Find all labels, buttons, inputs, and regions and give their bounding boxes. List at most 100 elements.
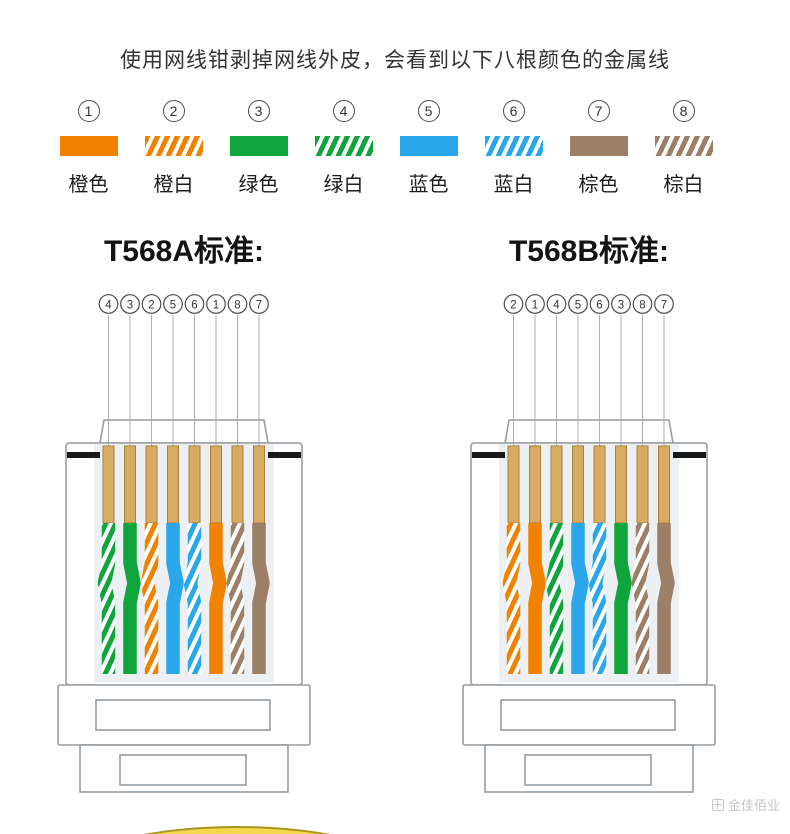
color-swatch: [569, 136, 628, 156]
gold-pin: [550, 445, 563, 524]
standard-title: T568B标准:: [508, 235, 670, 268]
crimp-bar-left: [67, 452, 100, 458]
legend-label: 棕白: [663, 174, 704, 196]
wire-number-badge: 1: [77, 100, 100, 122]
legend-label: 橙色: [68, 174, 109, 196]
wire-number-badge: 4: [332, 100, 355, 122]
pin-number: 3: [127, 300, 133, 312]
wire-blue-white: [588, 523, 607, 674]
pin-number-circle: [525, 294, 545, 314]
pin-number: 7: [661, 300, 667, 312]
pin-number-circle: [632, 294, 653, 314]
wire-brown: [252, 523, 270, 674]
gold-pin: [145, 445, 158, 524]
boot-window: [119, 754, 247, 786]
pin-number: 4: [553, 300, 560, 312]
pin-number: 2: [510, 300, 516, 312]
watermark-text: 金佳佰业: [727, 798, 780, 813]
wire-blue-white: [183, 523, 202, 674]
pin-number-circle: [98, 294, 119, 314]
gold-pin: [572, 445, 584, 524]
pin-number-circle: [546, 294, 567, 314]
plug-tip: [504, 419, 674, 444]
pin-number: 6: [191, 300, 197, 312]
pin-number-circle: [120, 294, 140, 314]
pin-number-circle: [184, 294, 205, 314]
wire-number-badge: 8: [672, 100, 695, 122]
pin-number-circle: [227, 294, 248, 314]
pin-number: 8: [234, 300, 240, 312]
gold-pin: [210, 445, 222, 524]
pin-number-circle: [611, 294, 631, 314]
crimp-bar-right: [673, 452, 706, 458]
wire-green: [614, 523, 632, 674]
legend-item: 1 橙色: [46, 100, 131, 197]
wire-green: [123, 523, 141, 674]
wire-number-badge: 6: [502, 100, 525, 122]
standard-title: T568A标准:: [103, 235, 265, 268]
gold-pin: [167, 445, 179, 524]
pin-number: 2: [148, 300, 154, 312]
pin-number: 5: [575, 300, 581, 312]
wire-orange-white: [502, 523, 521, 674]
color-swatch: [59, 136, 118, 156]
wire-number-badge: 7: [587, 100, 610, 122]
legend-label: 绿色: [238, 174, 279, 196]
pin-number: 1: [532, 300, 538, 312]
pin-number-circle: [654, 294, 674, 314]
gold-pin: [658, 445, 670, 524]
legend-label: 绿白: [323, 174, 364, 196]
plug-tip: [99, 419, 269, 444]
wire-blue: [166, 523, 184, 674]
watermark: 金佳佰业: [711, 795, 780, 814]
wire-brown-white: [631, 523, 650, 674]
legend-item: 6 蓝白: [471, 100, 556, 197]
wire-orange-white: [140, 523, 159, 674]
pin-number: 3: [618, 300, 624, 312]
page-title: 使用网线钳剥掉网线外皮，会看到以下八根颜色的金属线: [120, 49, 670, 72]
pin-number: 4: [105, 300, 112, 312]
wire-brown-white: [226, 523, 245, 674]
gold-pin: [615, 445, 627, 524]
legend-label: 蓝白: [493, 174, 534, 196]
legend-label: 棕色: [578, 174, 619, 196]
pin-number-circle: [206, 294, 226, 314]
gold-pin: [507, 445, 520, 524]
gold-pin: [529, 445, 541, 524]
pin-number-circle: [141, 294, 162, 314]
pin-number-circle: [589, 294, 610, 314]
wire-chamber: [499, 444, 679, 682]
wire-number-badge: 2: [162, 100, 185, 122]
gold-pin: [231, 445, 244, 524]
boot-window: [524, 754, 652, 786]
crimp-bar-right: [268, 452, 301, 458]
wire-orange: [209, 523, 227, 674]
legend-label: 蓝色: [408, 174, 449, 196]
gold-pin: [188, 445, 201, 524]
legend-item: 4 绿白: [301, 100, 386, 197]
gold-pin: [636, 445, 649, 524]
wire-chamber: [94, 444, 274, 682]
legend-item: 8 棕白: [641, 100, 726, 197]
color-swatch: [144, 136, 203, 156]
wire-brown: [657, 523, 675, 674]
crimp-bar-left: [472, 452, 505, 458]
collar-window: [95, 699, 271, 731]
pin-number: 5: [170, 300, 176, 312]
wire-green-white: [545, 523, 564, 674]
pin-number: 6: [596, 300, 602, 312]
pin-number-circle: [568, 294, 588, 314]
wire-orange: [528, 523, 546, 674]
